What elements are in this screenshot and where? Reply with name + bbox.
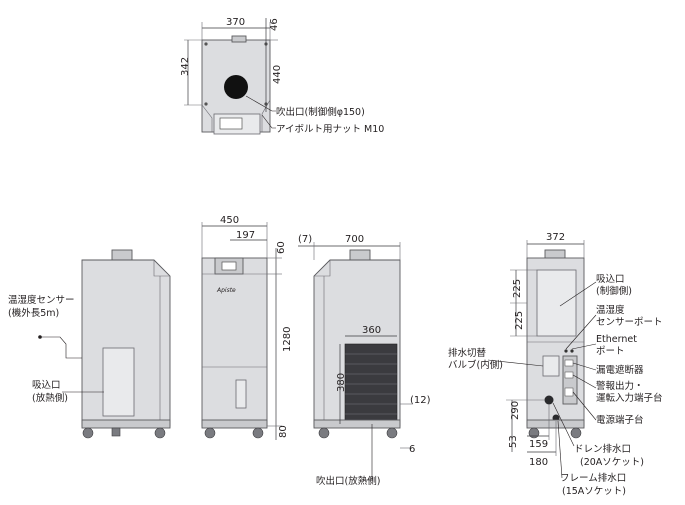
dim-rear-lower: 290 — [510, 401, 521, 420]
dim-front-top-height: 60 — [276, 241, 287, 254]
top-outlet-hole — [224, 75, 248, 99]
dim-right-width: 700 — [345, 234, 364, 245]
front-view-logo: Apiste — [216, 287, 236, 294]
sensor-cable — [40, 336, 82, 359]
caster-icon — [252, 427, 264, 439]
dim-rear-base: 53 — [508, 435, 519, 448]
dim-grille-height: 380 — [336, 373, 347, 392]
caster-icon — [570, 427, 582, 439]
label-right-outlet: 吹出口(放熱側) — [316, 475, 380, 487]
dim-front-base: 80 — [278, 425, 289, 438]
dim-front-inner: 197 — [236, 230, 255, 241]
front-view-window — [235, 379, 247, 409]
dim-top-width: 370 — [226, 17, 245, 28]
dim-rear-inlet-top: 225 — [512, 279, 523, 298]
dim-front-width: 450 — [220, 215, 239, 226]
label-drain: ドレン排水口 (20Aソケット) — [574, 443, 644, 468]
top-view-display — [219, 117, 243, 130]
eyebolt-nut-icon — [204, 102, 208, 106]
breaker-icon — [564, 359, 574, 367]
label-ethernet: Ethernet ポート — [596, 334, 640, 357]
label-left-inlet: 吸込口 (放熱側) — [32, 380, 68, 404]
label-sensor: 温湿度センサー (機外長5m) — [8, 294, 78, 319]
caster-icon — [318, 427, 330, 439]
dim-rear-inlet-height: 225 — [514, 311, 525, 330]
eyebolt-nut-icon — [204, 42, 208, 46]
right-view-outlet-duct — [349, 249, 371, 261]
label-valve: 排水切替 バルブ(内側) — [448, 347, 503, 371]
dim-right-edge: (12) — [410, 395, 431, 406]
left-view-outlet-duct — [111, 249, 133, 261]
drain-outlet-icon — [544, 395, 554, 405]
left-view: 温湿度センサー (機外長5m) 吸込口 (放熱側) — [8, 249, 171, 439]
label-sensor-port: 温湿度 センサーポート — [596, 304, 663, 328]
dim-drain-x: 159 — [529, 439, 548, 450]
top-view-flange — [231, 35, 247, 43]
caster-icon — [528, 427, 540, 439]
front-view: Apiste 450 197 60 1280 80 — [201, 215, 293, 440]
label-power: 電源端子台 — [596, 414, 644, 426]
dim-front-height: 1280 — [282, 327, 293, 352]
dim-grille-width: 360 — [362, 325, 381, 336]
label-rear-inlet: 吸込口 (制御側) — [596, 274, 632, 297]
caster-icon — [154, 427, 166, 439]
power-terminal-icon — [564, 387, 574, 397]
dim-top-depth: 342 — [180, 57, 191, 76]
dim-rear-width: 372 — [546, 232, 565, 243]
dim-top-offset: 46 — [269, 18, 280, 31]
label-eyebolt: アイボルト用ナット M10 — [276, 124, 384, 135]
label-alarm: 警報出力・ 運転入力端子台 — [596, 380, 663, 404]
right-view: (7) 700 360 380 (12) 6 吹出口(放熱側) — [298, 234, 431, 487]
top-view: 370 46 342 440 吹出口(制御側φ150) アイボルト用ナット M1… — [180, 17, 384, 135]
dim-right-bottom: 6 — [409, 444, 415, 455]
dim-outlet-offset: 440 — [272, 65, 283, 84]
terminal-block-icon — [564, 371, 574, 379]
rear-view: 372 225 225 290 53 159 180 吸込口 (制御側) 温湿度… — [448, 232, 663, 497]
caster-icon — [204, 427, 216, 439]
rear-view-inlet-panel — [536, 269, 577, 337]
label-top-outlet: 吹出口(制御側φ150) — [276, 106, 365, 118]
left-view-inlet-panel — [102, 347, 135, 417]
ethernet-port-icon — [570, 349, 574, 353]
front-view-display — [221, 261, 237, 271]
sensor-port-icon — [564, 349, 568, 353]
dim-right-offset: (7) — [298, 234, 312, 245]
caster-icon — [82, 427, 94, 439]
front-view-body — [201, 257, 268, 427]
label-breaker: 漏電遮断器 — [596, 364, 644, 376]
dim-frame-x: 180 — [529, 457, 548, 468]
rear-view-valve-panel — [542, 355, 560, 377]
caster-icon — [386, 427, 398, 439]
label-frame-drain: フレーム排水口 (15Aソケット) — [560, 472, 629, 497]
